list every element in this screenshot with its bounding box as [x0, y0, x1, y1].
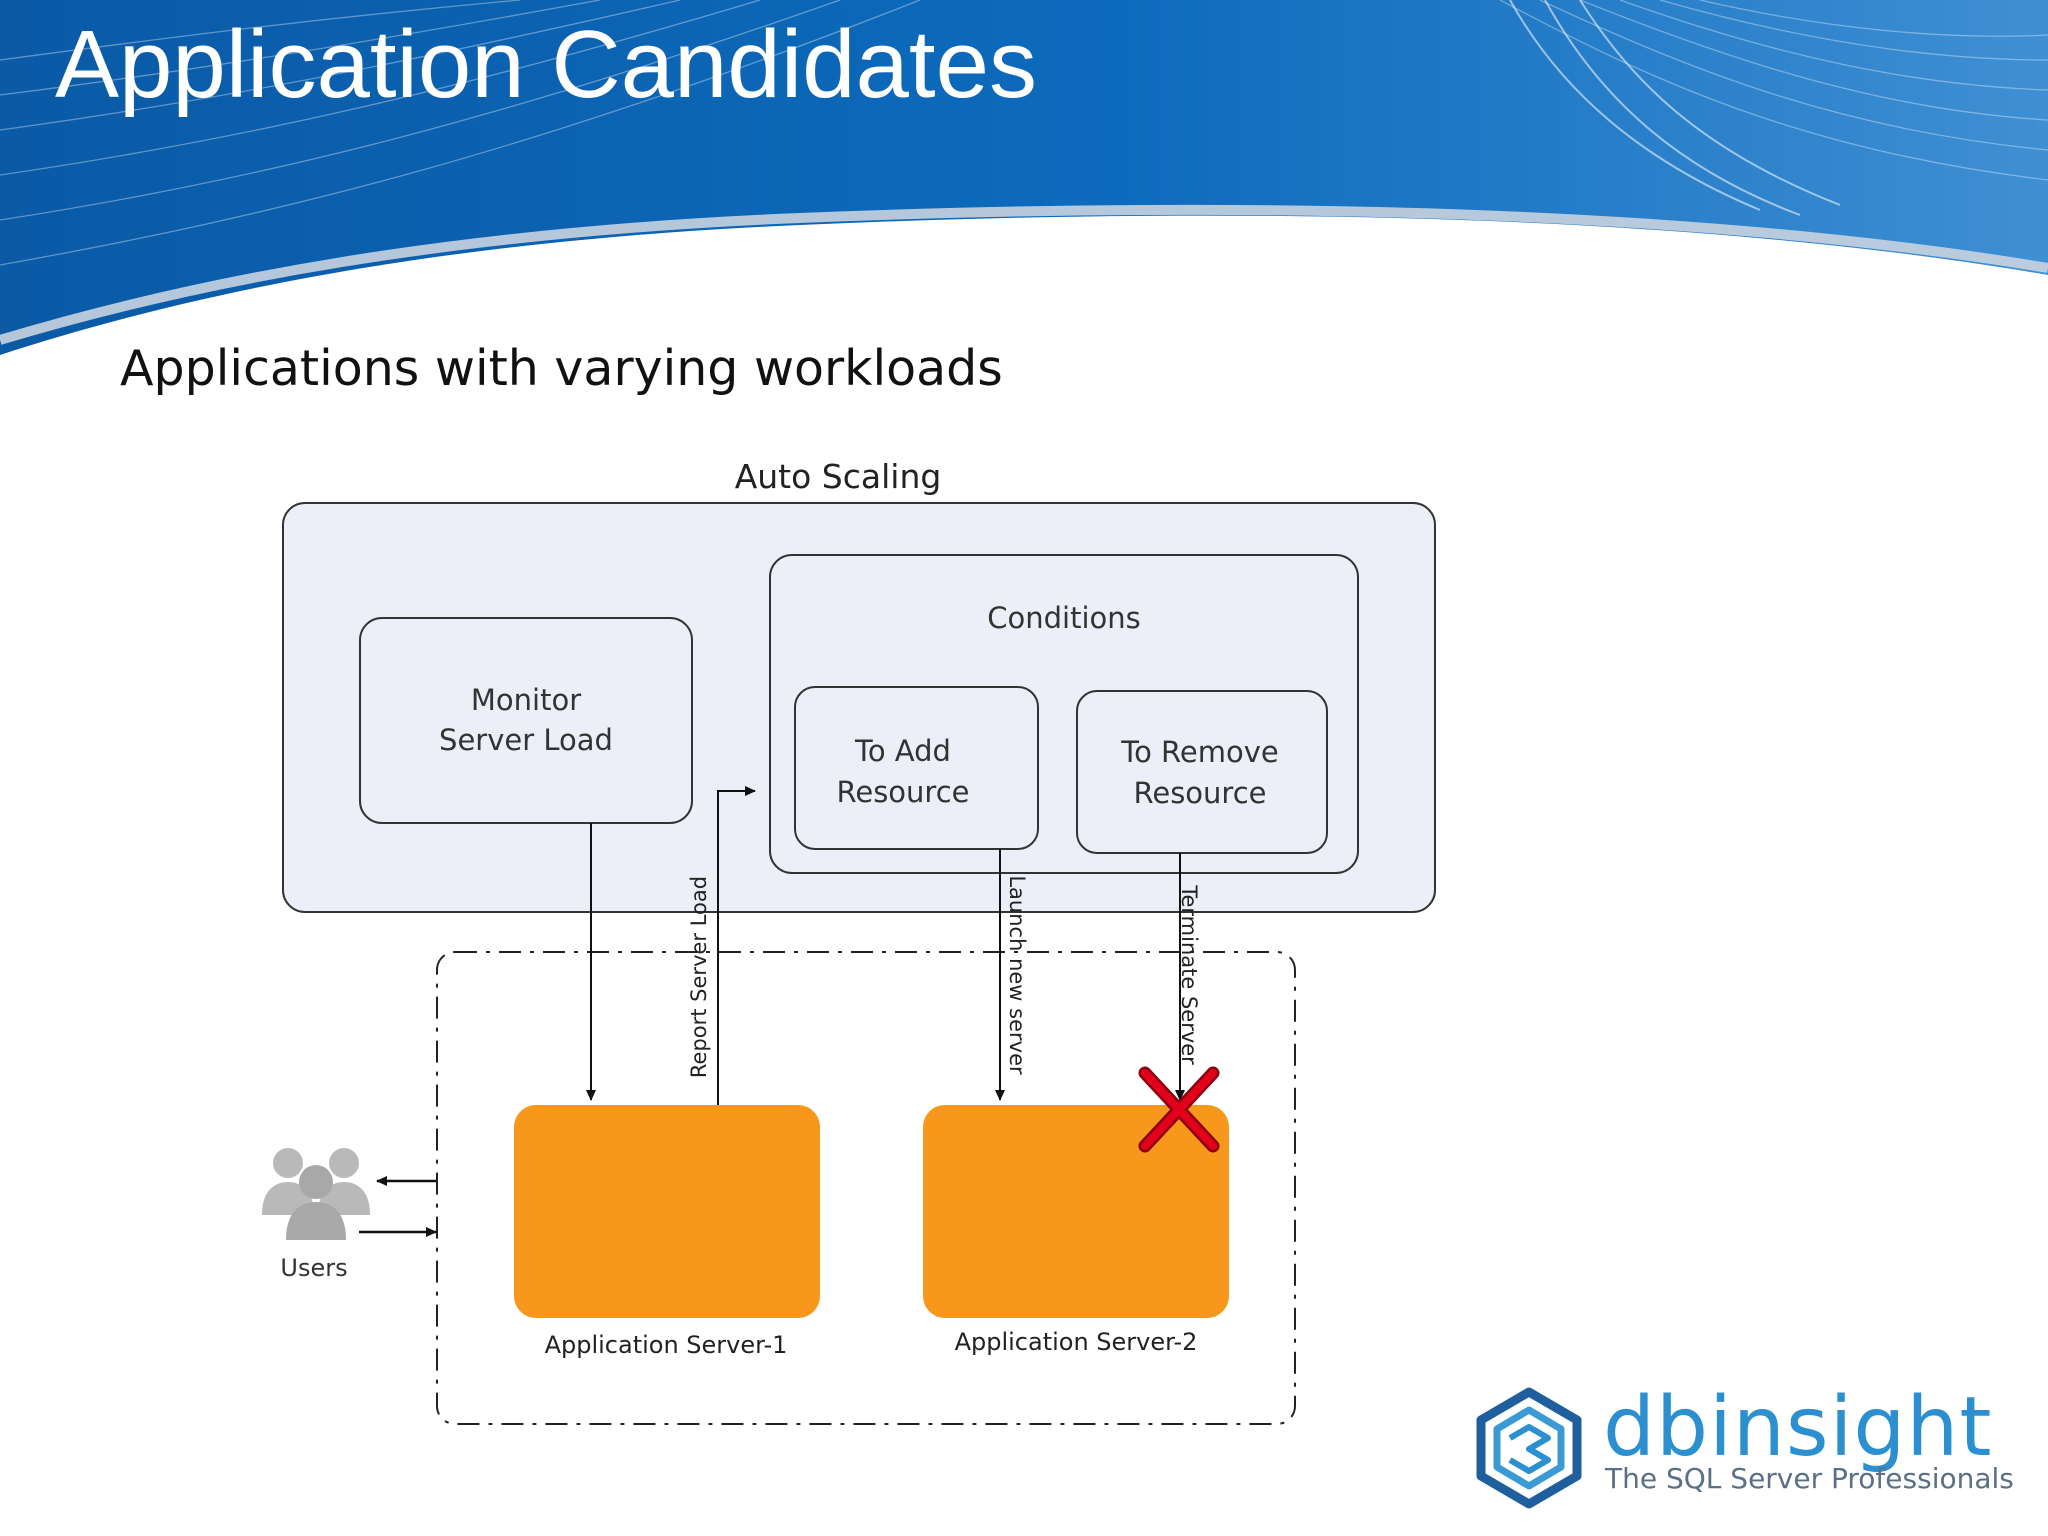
report-server-load-label: Report Server Load	[687, 876, 711, 1078]
to-add-line1: To Add	[854, 734, 951, 768]
terminate-server-label: Terminate Server	[1177, 884, 1201, 1065]
logo-tagline: The SQL Server Professionals	[1604, 1462, 2014, 1495]
application-server-1-label: Application Server-1	[545, 1331, 788, 1359]
header-band	[0, 0, 2048, 355]
to-remove-line2: Resource	[1134, 776, 1267, 810]
terminate-cross-icon	[1138, 1066, 1220, 1153]
report-server-load-arrow	[717, 786, 756, 1105]
launch-new-server-label: Launch new server	[1005, 875, 1029, 1075]
conditions-label: Conditions	[987, 601, 1141, 635]
application-server-2-label: Application Server-2	[955, 1328, 1198, 1356]
server-group-boundary	[436, 951, 1296, 1425]
slide-title: Application Candidates	[55, 11, 1037, 118]
auto-scaling-label: Auto Scaling	[735, 457, 942, 496]
monitor-label-line2: Server Load	[439, 723, 613, 757]
monitor-server-load-box	[359, 617, 693, 824]
users-label: Users	[280, 1254, 347, 1282]
to-add-line2: Resource	[837, 775, 970, 809]
monitor-label-line1: Monitor	[471, 683, 581, 717]
to-remove-resource-box	[1076, 690, 1328, 854]
dbinsight-logo-icon	[1476, 1387, 1582, 1509]
application-server-2	[923, 1105, 1229, 1318]
application-server-1	[514, 1105, 820, 1318]
slide-subtitle: Applications with varying workloads	[120, 340, 1003, 397]
users-icon	[262, 1148, 370, 1240]
to-add-resource-box	[794, 686, 1039, 850]
logo-wordmark: dbinsight	[1603, 1380, 1993, 1475]
to-remove-line1: To Remove	[1120, 735, 1278, 769]
